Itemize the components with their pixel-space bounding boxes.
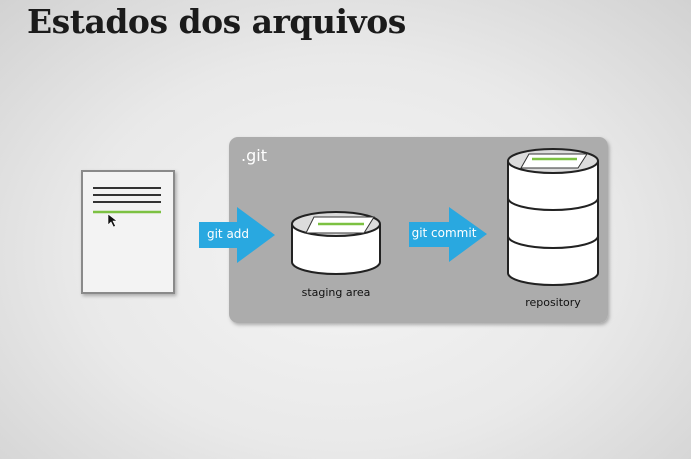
staging-area-label: staging area [302,286,371,299]
git-add-arrow: git add [199,207,275,263]
git-commit-arrow: git commit [409,207,487,262]
git-box-label: .git [241,146,267,165]
repository-cylinder: repository [507,148,599,309]
page-title: Estados dos arquivos [27,2,406,41]
committed-file-icon [520,153,588,169]
git-add-label: git add [207,227,249,241]
git-commit-label: git commit [412,226,477,240]
staging-area-cylinder: staging area [291,211,381,299]
mouse-pointer-icon [107,213,118,228]
repository-label: repository [525,296,581,309]
working-directory-document [81,170,175,294]
staged-file-icon [305,216,375,234]
